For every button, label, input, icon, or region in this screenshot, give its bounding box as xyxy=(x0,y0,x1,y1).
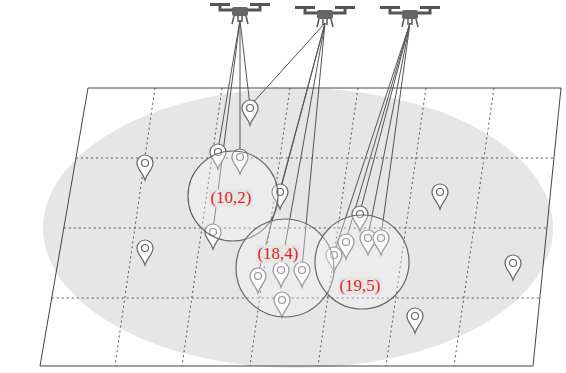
cluster-label: (19,5) xyxy=(338,277,381,296)
drone-rotor xyxy=(210,3,230,6)
location-pin xyxy=(505,255,521,280)
drone-rotor xyxy=(295,6,315,9)
grid-line xyxy=(115,88,155,366)
link-line xyxy=(240,20,241,155)
drone-body xyxy=(232,7,248,16)
link-line xyxy=(346,23,410,240)
drone-rotor xyxy=(335,6,355,9)
pin-dot xyxy=(247,105,254,112)
drone-rotor xyxy=(380,6,400,9)
location-pin xyxy=(137,240,153,265)
drone-legs xyxy=(317,19,333,27)
pin-dot xyxy=(412,313,419,320)
link-line xyxy=(368,23,410,236)
link-line xyxy=(381,23,410,236)
circle-shape xyxy=(315,215,409,309)
circle-outline xyxy=(314,214,410,310)
pin-dot xyxy=(142,245,149,252)
pin-body xyxy=(407,308,423,333)
location-pin xyxy=(407,308,423,333)
pin-dot xyxy=(437,189,444,196)
pin-body xyxy=(137,240,153,265)
coverage-circle: (19,5) xyxy=(314,214,410,310)
link-line xyxy=(240,20,250,106)
cluster-label: (10,2) xyxy=(209,189,252,208)
location-pin xyxy=(137,155,153,180)
drone-icon xyxy=(210,3,270,24)
drone-body xyxy=(317,10,333,19)
link-line xyxy=(218,20,240,150)
cluster-label: (18,4) xyxy=(256,245,299,264)
drones xyxy=(210,3,440,27)
drone-legs xyxy=(402,19,418,27)
drone-legs xyxy=(232,16,248,24)
drone-icon xyxy=(295,6,355,27)
pin-body xyxy=(137,155,153,180)
pin-body xyxy=(242,100,258,125)
link-line xyxy=(250,23,325,106)
coverage-area xyxy=(43,88,553,368)
grid-line xyxy=(454,88,494,366)
drone-rotor xyxy=(250,3,270,6)
pin-dot xyxy=(510,260,517,267)
drone-body xyxy=(402,10,418,19)
ground-plane xyxy=(40,88,561,366)
grid-lines xyxy=(52,88,554,366)
drone-rotor xyxy=(420,6,440,9)
link-line xyxy=(360,23,410,212)
location-pin xyxy=(432,184,448,209)
location-pin xyxy=(242,100,258,125)
drone-icon xyxy=(380,6,440,27)
pin-body xyxy=(432,184,448,209)
pins xyxy=(137,100,521,333)
pin-body xyxy=(505,255,521,280)
pin-dot xyxy=(142,160,149,167)
